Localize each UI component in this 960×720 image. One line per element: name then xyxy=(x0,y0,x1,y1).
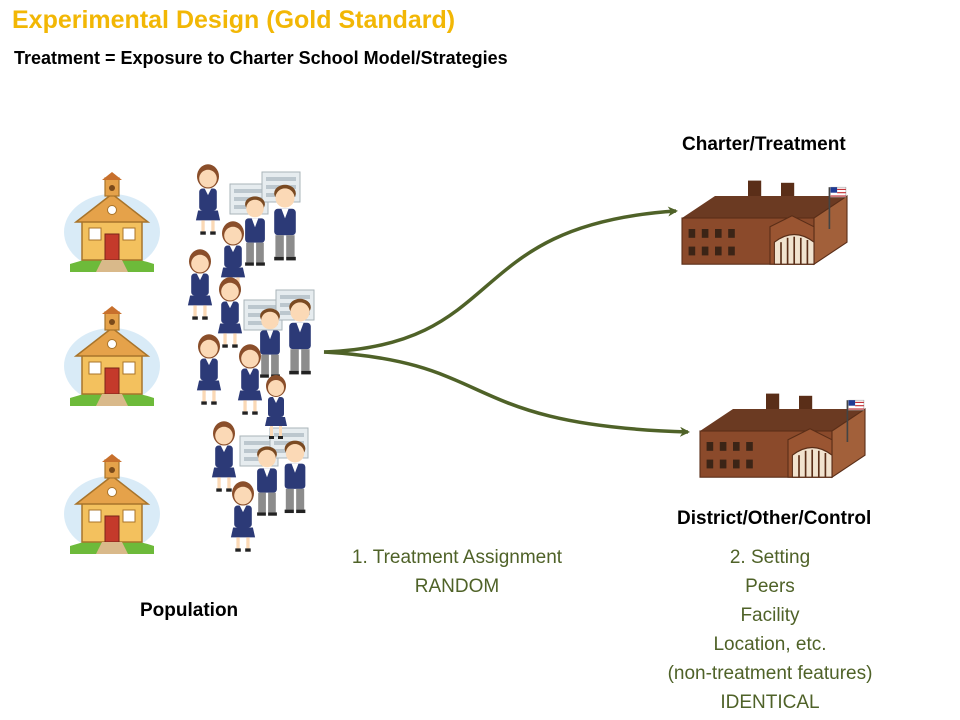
setting-block: 2. Setting Peers Facility Location, etc.… xyxy=(630,543,910,717)
setting-line: (non-treatment features) xyxy=(667,663,873,684)
school-building-icon xyxy=(681,179,848,266)
assignment-block: 1. Treatment Assignment RANDOM xyxy=(312,543,602,601)
population-label: Population xyxy=(140,600,239,621)
schoolhouse-icon xyxy=(63,453,161,555)
schoolhouse-icon xyxy=(63,305,161,407)
page-subtitle: Treatment = Exposure to Charter School M… xyxy=(14,48,508,68)
assignment-line-1: 1. Treatment Assignment xyxy=(351,547,563,568)
page-title: Experimental Design (Gold Standard) xyxy=(12,6,456,34)
assignment-line-2: RANDOM xyxy=(414,576,500,597)
setting-line: Facility xyxy=(740,605,800,626)
charter-label: Charter/Treatment xyxy=(682,134,846,155)
setting-line: Peers xyxy=(745,576,795,597)
setting-line: 2. Setting xyxy=(729,547,811,568)
setting-line: IDENTICAL xyxy=(720,692,820,713)
setting-line: Location, etc. xyxy=(713,634,827,655)
treatment-arrow xyxy=(323,206,678,354)
students-icon xyxy=(187,164,315,552)
control-arrow xyxy=(323,350,690,437)
school-building-icon xyxy=(699,392,866,479)
district-label: District/Other/Control xyxy=(677,508,872,529)
schoolhouse-icon xyxy=(63,171,161,273)
